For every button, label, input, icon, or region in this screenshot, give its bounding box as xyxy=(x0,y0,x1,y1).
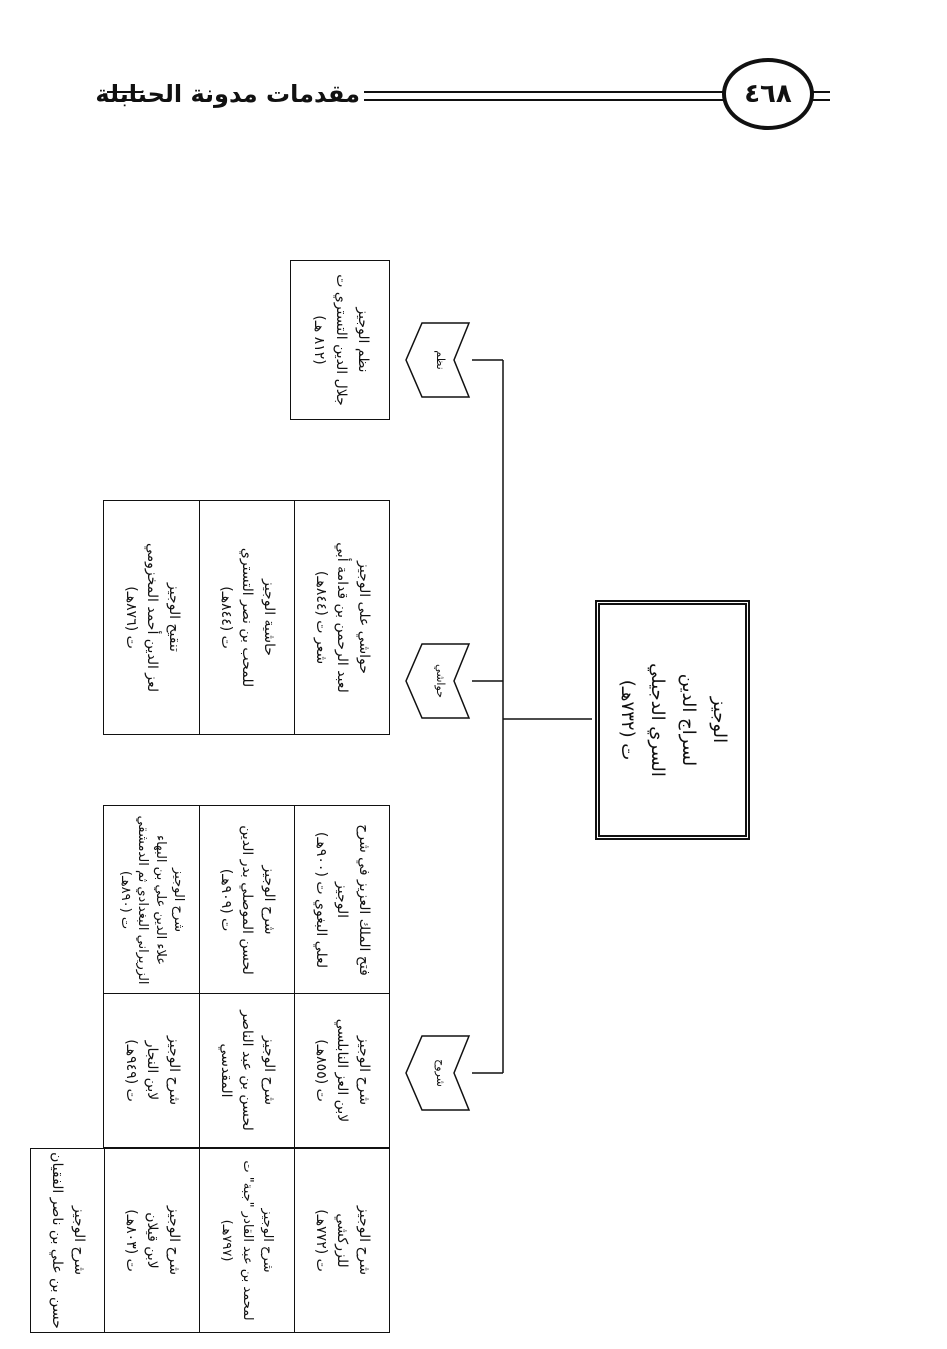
header-rule-left-top xyxy=(107,91,143,93)
shuruh-item-8-line-3: ت (٩٤٩هـ) xyxy=(122,1039,139,1102)
hawashi-item-2-line-3: ت (٨٤٤هـ) xyxy=(217,586,234,649)
hawashi-item-3-line-2: لعز الدين أحمد المخزومي xyxy=(144,542,161,693)
shuruh-item-10-line-1: شرح الوجيز xyxy=(71,1206,88,1275)
branch-nazm-label: نظم xyxy=(434,350,447,370)
header-rule-mid-top xyxy=(364,91,724,93)
shuruh-item-1-line-1: فتح الملك العزيز في شرح xyxy=(356,824,373,976)
shuruh-item-5-line-1: شرح الوجيز xyxy=(261,1036,278,1105)
nazm-item-1-line-1: نظم الوجيز xyxy=(354,307,371,373)
hawashi-item-1-line-2: لعبد الرحمن بن قدامة أبي xyxy=(334,542,351,693)
hawashi-item-1-line-1: حواشي على الوجيز xyxy=(356,561,373,674)
shuruh-item-8: شرح الوجيز لابن النجار ت (٩٤٩هـ) xyxy=(103,993,200,1148)
shuruh-item-3-line-2: للزركشي xyxy=(334,1213,351,1268)
hawashi-item-2-line-1: حاشية الوجيز xyxy=(261,579,278,656)
header-rule-right-bottom xyxy=(812,99,830,101)
shuruh-item-7-line-4: ت (٨٩٠هـ) xyxy=(117,870,133,930)
shuruh-item-4-line-1: شرح الوجيز xyxy=(261,865,278,935)
book-title: مقدمات مدونة الحنابلة xyxy=(95,80,360,108)
shuruh-item-2-line-1: شرح الوجيز xyxy=(356,1036,373,1105)
hawashi-item-2: حاشية الوجيز للمحب بن نصر التستري ت (٨٤٤… xyxy=(198,500,295,735)
shuruh-item-3: شرح الوجيز للزركشي ت (٧٧٢هـ) xyxy=(293,1148,390,1333)
page-number: ٤٦٨ xyxy=(722,58,814,130)
shuruh-item-1-line-3: لعلي البغوي ت (٩٠٠هـ) xyxy=(312,831,329,969)
shuruh-item-6-line-2: لمحمد بن عبد القادر "جبة" ت xyxy=(239,1160,255,1321)
root-line-3: السري الدجيلي xyxy=(647,663,669,777)
root-book-box: الوجيز لسراج الدين السري الدجيلي ت (٧٣٢ه… xyxy=(595,600,750,840)
nazm-item-1-line-3: (٨١٢ هـ) xyxy=(311,315,328,365)
shuruh-item-6-line-3: (٧٩٧هـ) xyxy=(219,1219,235,1262)
shuruh-item-4-line-2: لحسن الموصلي بدر الدين xyxy=(239,825,256,975)
shuruh-item-2: شرح الوجيز لابن العز النابلسي ت (٨٥٥هـ) xyxy=(293,993,390,1148)
shuruh-item-8-line-1: شرح الوجيز xyxy=(166,1036,183,1105)
shuruh-item-4-line-3: ت (٩٠٩هـ) xyxy=(217,868,234,932)
branch-shuruh-chevron xyxy=(405,1035,471,1111)
shuruh-item-6-line-1: شرح الوجيز xyxy=(259,1208,275,1273)
root-line-1: الوجيز xyxy=(708,696,730,744)
hawashi-item-3-line-3: ت (٨٧٦هـ) xyxy=(122,586,139,649)
shuruh-item-5-line-3: المقدسي xyxy=(217,1043,234,1098)
shuruh-item-3-line-1: شرح الوجيز xyxy=(356,1206,373,1275)
branch-shuruh-label: شروح xyxy=(434,1059,447,1087)
shuruh-item-5-line-2: لحسن بن عبد الناصر xyxy=(239,1010,256,1131)
root-line-2: لسراج الدين xyxy=(678,673,700,767)
connector-lines xyxy=(472,359,592,1074)
hawashi-item-1: حواشي على الوجيز لعبد الرحمن بن قدامة أب… xyxy=(293,500,390,735)
shuruh-item-6: شرح الوجيز لمحمد بن عبد القادر "جبة" ت (… xyxy=(198,1148,295,1333)
hawashi-item-1-line-3: شعر ت (٨٤٤هـ) xyxy=(312,570,329,665)
hawashi-item-3-line-1: تنقيح الوجيز xyxy=(166,583,183,652)
shuruh-item-1-line-2: الوجيز xyxy=(334,882,351,918)
hawashi-item-2-line-2: للمحب بن نصر التستري xyxy=(239,547,256,688)
shuruh-item-5: شرح الوجيز لحسن بن عبد الناصر المقدسي xyxy=(198,993,295,1148)
branch-nazm-chevron xyxy=(405,322,471,398)
tree-diagram: الوجيز لسراج الدين السري الدجيلي ت (٧٣٢ه… xyxy=(30,200,820,1333)
diagram-stage: الوجيز لسراج الدين السري الدجيلي ت (٧٣٢ه… xyxy=(30,200,820,1333)
shuruh-item-9-line-1: شرح الوجيز xyxy=(166,1206,183,1275)
shuruh-item-7-line-3: الزريراني البغدادي ثم الدمشقي xyxy=(135,815,151,985)
branch-hawashi-chevron xyxy=(405,643,471,719)
shuruh-item-9-line-2: لابن قيلان xyxy=(144,1212,161,1269)
shuruh-item-4: شرح الوجيز لحسن الموصلي بدر الدين ت (٩٠٩… xyxy=(198,805,295,995)
nazm-item-1: نظم الوجيز جلال الدين التستري ت (٨١٢ هـ) xyxy=(290,260,390,420)
hawashi-item-3: تنقيح الوجيز لعز الدين أحمد المخزومي ت (… xyxy=(103,500,200,735)
shuruh-item-10: شرح الوجيز حسن بن علي بن ناصر الفقيان xyxy=(30,1148,105,1333)
shuruh-item-10-line-2: حسن بن علي بن ناصر الفقيان xyxy=(49,1152,66,1329)
branch-hawashi-label: حواشي xyxy=(434,664,447,698)
shuruh-item-7-line-2: علاء الدين علي بن البهاء xyxy=(153,834,169,966)
shuruh-item-3-line-3: ت (٧٧٢هـ) xyxy=(312,1209,329,1272)
root-line-4: ت (٧٣٢هـ) xyxy=(616,679,638,761)
page-number-text: ٤٦٨ xyxy=(744,79,792,109)
shuruh-item-9-line-3: ت (٨٠٣هـ) xyxy=(122,1209,139,1272)
shuruh-item-7: شرح الوجيز علاء الدين علي بن البهاء الزر… xyxy=(103,805,200,995)
shuruh-item-1: فتح الملك العزيز في شرح الوجيز لعلي البغ… xyxy=(293,805,390,995)
shuruh-item-2-line-2: لابن العز النابلسي xyxy=(334,1018,351,1123)
shuruh-item-7-line-1: شرح الوجيز xyxy=(170,868,186,933)
header-rule-mid-bottom xyxy=(364,99,724,101)
shuruh-item-9: شرح الوجيز لابن قيلان ت (٨٠٣هـ) xyxy=(103,1148,200,1333)
header-rule-right-top xyxy=(812,91,830,93)
shuruh-item-8-line-2: لابن النجار xyxy=(144,1040,161,1101)
nazm-item-1-line-2: جلال الدين التستري ت xyxy=(332,274,349,406)
header-rule-left-bottom xyxy=(107,99,143,101)
shuruh-item-2-line-3: ت (٨٥٥هـ) xyxy=(312,1039,329,1102)
